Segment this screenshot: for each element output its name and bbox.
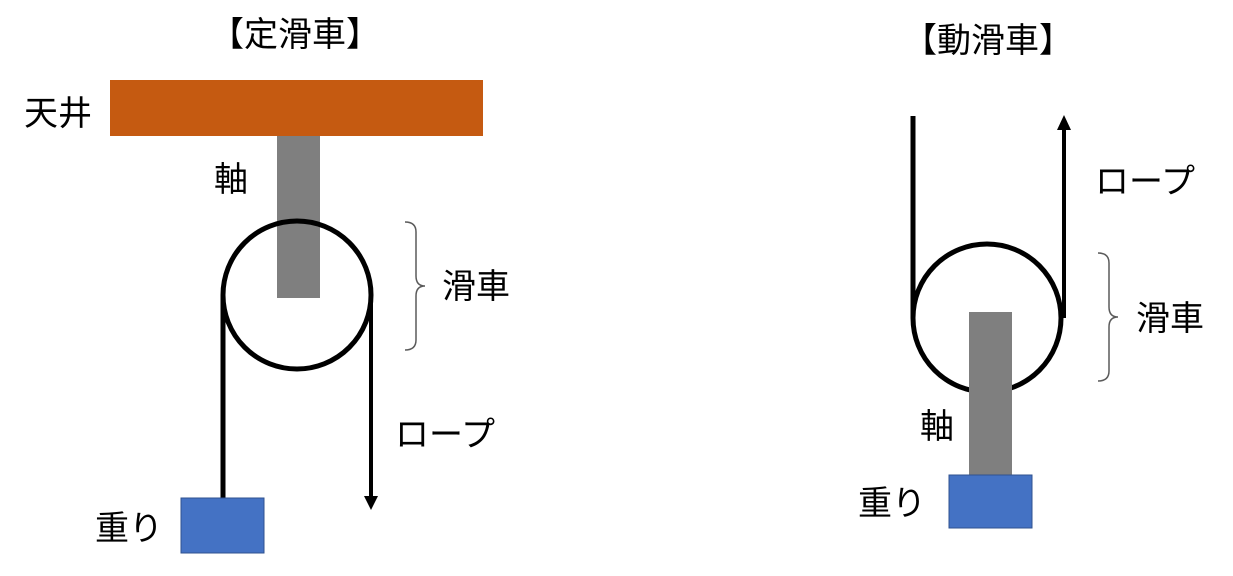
rope-label: ロープ	[395, 415, 495, 455]
rope-label: ロープ	[1095, 162, 1195, 202]
ceiling-label: 天井	[24, 94, 92, 134]
fixed-pulley-title: 【定滑車】	[210, 15, 380, 55]
moving-pulley-title: 【動滑車】	[903, 21, 1073, 61]
rope-arrowhead-up	[1057, 115, 1071, 130]
pulley-label: 滑車	[442, 267, 510, 307]
rope-arrowhead-down	[364, 496, 378, 510]
axle	[277, 136, 320, 298]
weight-label: 重り	[95, 509, 163, 549]
weight-label: 重り	[858, 484, 926, 524]
moving-pulley-group: 【動滑車】 ロープ 軸 滑車 重り	[858, 21, 1204, 529]
weight	[180, 497, 265, 554]
axle-label: 軸	[920, 407, 954, 447]
ceiling	[110, 80, 483, 136]
fixed-pulley-group: 【定滑車】 天井 軸 ロープ 滑車 重り	[24, 15, 510, 554]
pulley-brace	[404, 221, 426, 351]
pulley-brace	[1097, 252, 1119, 382]
pulley-label: 滑車	[1136, 299, 1204, 339]
axle-label: 軸	[214, 160, 248, 200]
weight	[948, 474, 1033, 529]
axle	[969, 312, 1012, 475]
